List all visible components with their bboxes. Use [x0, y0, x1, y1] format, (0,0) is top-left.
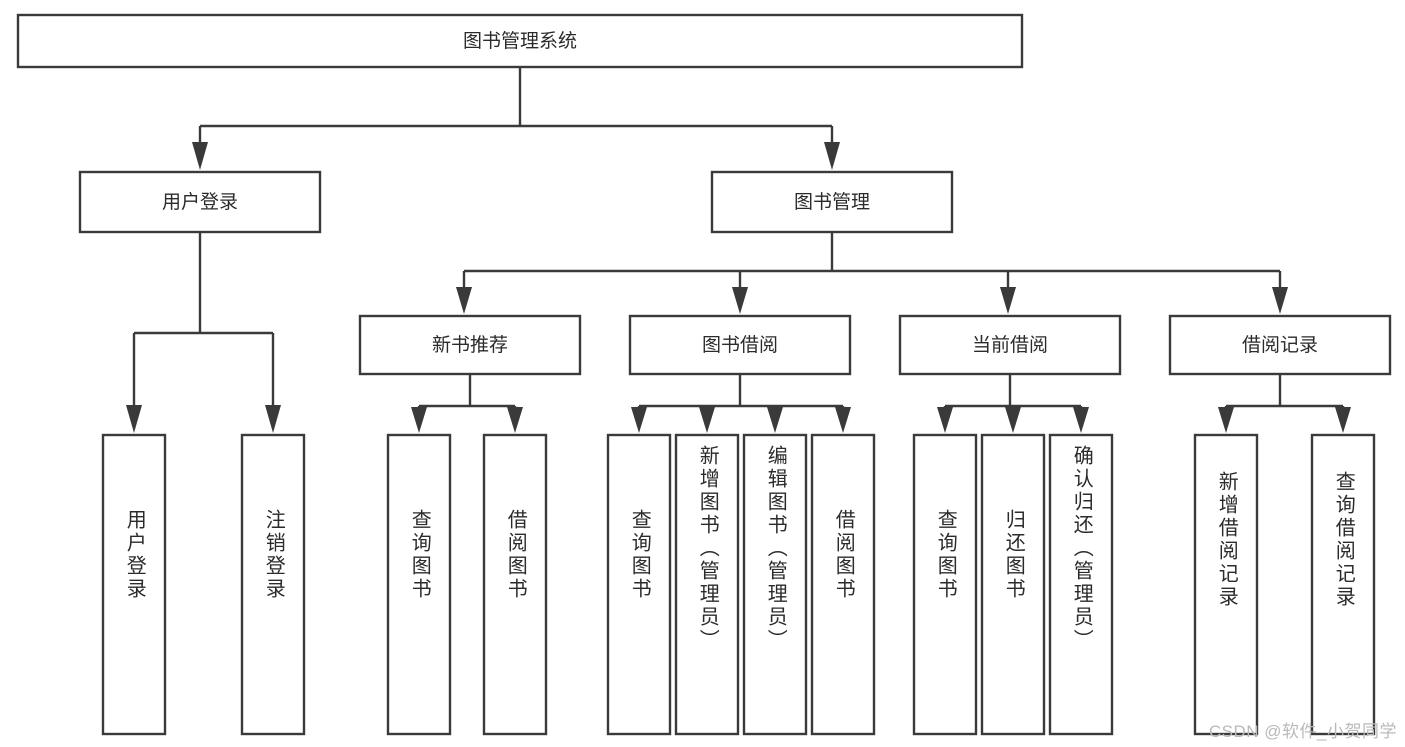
leaf-box-query-record[interactable]	[1310, 433, 1376, 736]
arrow-head-user-login	[192, 142, 208, 170]
leaf-box-logout[interactable]	[240, 433, 306, 736]
node-borrow-record[interactable]: 借阅记录	[1168, 314, 1392, 376]
node-borrow-record-label: 借阅记录	[1242, 334, 1318, 356]
leaf-box-edit-book[interactable]	[742, 433, 808, 736]
node-root[interactable]: 图书管理系统	[16, 13, 1024, 69]
arrow-head-leaf-edit-book	[767, 407, 783, 433]
leaf-box-add-record[interactable]	[1193, 433, 1259, 736]
node-book-manage-box[interactable]	[710, 170, 954, 234]
arrow-head-leaf-return-book	[1005, 407, 1021, 433]
node-current-borrow-box[interactable]	[898, 314, 1122, 376]
arrow-head-borrow-record	[1272, 287, 1288, 314]
node-root-box[interactable]	[16, 13, 1024, 69]
node-book-borrow[interactable]: 图书借阅	[628, 314, 852, 376]
arrow-head-leaf-logout	[265, 405, 281, 433]
node-current-borrow-label: 当前借阅	[972, 334, 1048, 356]
connector-group-borrow-record-to-leaves	[1218, 374, 1351, 433]
leaf-boxes-group	[101, 433, 1376, 736]
node-book-borrow-box[interactable]	[628, 314, 852, 376]
node-borrow-record-box[interactable]	[1168, 314, 1392, 376]
node-new-book-rec[interactable]: 新书推荐	[358, 314, 582, 376]
leaf-box-borrow-book[interactable]	[810, 433, 876, 736]
arrow-head-leaf-borrow-book	[835, 407, 851, 433]
node-book-borrow-label: 图书借阅	[702, 334, 778, 356]
arrow-head-leaf-add-book	[699, 407, 715, 433]
connector-group-new-book-rec-to-leaves	[411, 374, 523, 433]
node-root-label: 图书管理系统	[463, 30, 577, 52]
node-user-login-box[interactable]	[78, 170, 322, 234]
arrow-head-new-book-rec	[456, 287, 472, 314]
node-book-manage-label: 图书管理	[794, 191, 870, 213]
arrow-head-leaf-query-record	[1335, 407, 1351, 433]
arrow-head-leaf-borrow-book-rec	[507, 407, 523, 433]
arrow-head-leaf-query-book-borrow	[631, 407, 647, 433]
leaf-box-add-book[interactable]	[674, 433, 740, 736]
arrow-head-current-borrow	[1000, 287, 1016, 314]
connector-group-user-login-to-leaves	[126, 232, 281, 433]
connector-group-root-to-level1	[192, 67, 840, 170]
arrow-head-leaf-confirm-return	[1073, 407, 1089, 433]
arrow-head-leaf-add-record	[1218, 407, 1234, 433]
connector-group-book-manage-to-level2	[456, 232, 1288, 314]
arrow-head-leaf-query-book-rec	[411, 407, 427, 433]
arrow-head-book-borrow	[732, 287, 748, 314]
node-user-login-label: 用户登录	[162, 191, 238, 213]
node-book-manage[interactable]: 图书管理	[710, 170, 954, 234]
node-current-borrow[interactable]: 当前借阅	[898, 314, 1122, 376]
node-user-login[interactable]: 用户登录	[78, 170, 322, 234]
leaf-box-query-book-borrow[interactable]	[606, 433, 672, 736]
leaf-box-return-book[interactable]	[980, 433, 1046, 736]
connector-group-current-borrow-to-leaves	[937, 374, 1089, 433]
watermark-text: CSDN @软件_小贺同学	[1208, 722, 1397, 741]
leaf-box-borrow-book-rec[interactable]	[482, 433, 548, 736]
leaf-box-confirm-return[interactable]	[1048, 433, 1114, 736]
arrow-head-leaf-user-login	[126, 405, 142, 433]
leaf-box-query-book-cur[interactable]	[912, 433, 978, 736]
leaf-box-query-book-rec[interactable]	[386, 433, 452, 736]
node-new-book-rec-box[interactable]	[358, 314, 582, 376]
arrow-head-book-manage	[824, 142, 840, 170]
node-new-book-rec-label: 新书推荐	[432, 334, 508, 356]
arrow-head-leaf-query-book-cur	[937, 407, 953, 433]
leaf-box-user-login[interactable]	[101, 433, 167, 736]
connector-group-book-borrow-to-leaves	[631, 374, 851, 433]
